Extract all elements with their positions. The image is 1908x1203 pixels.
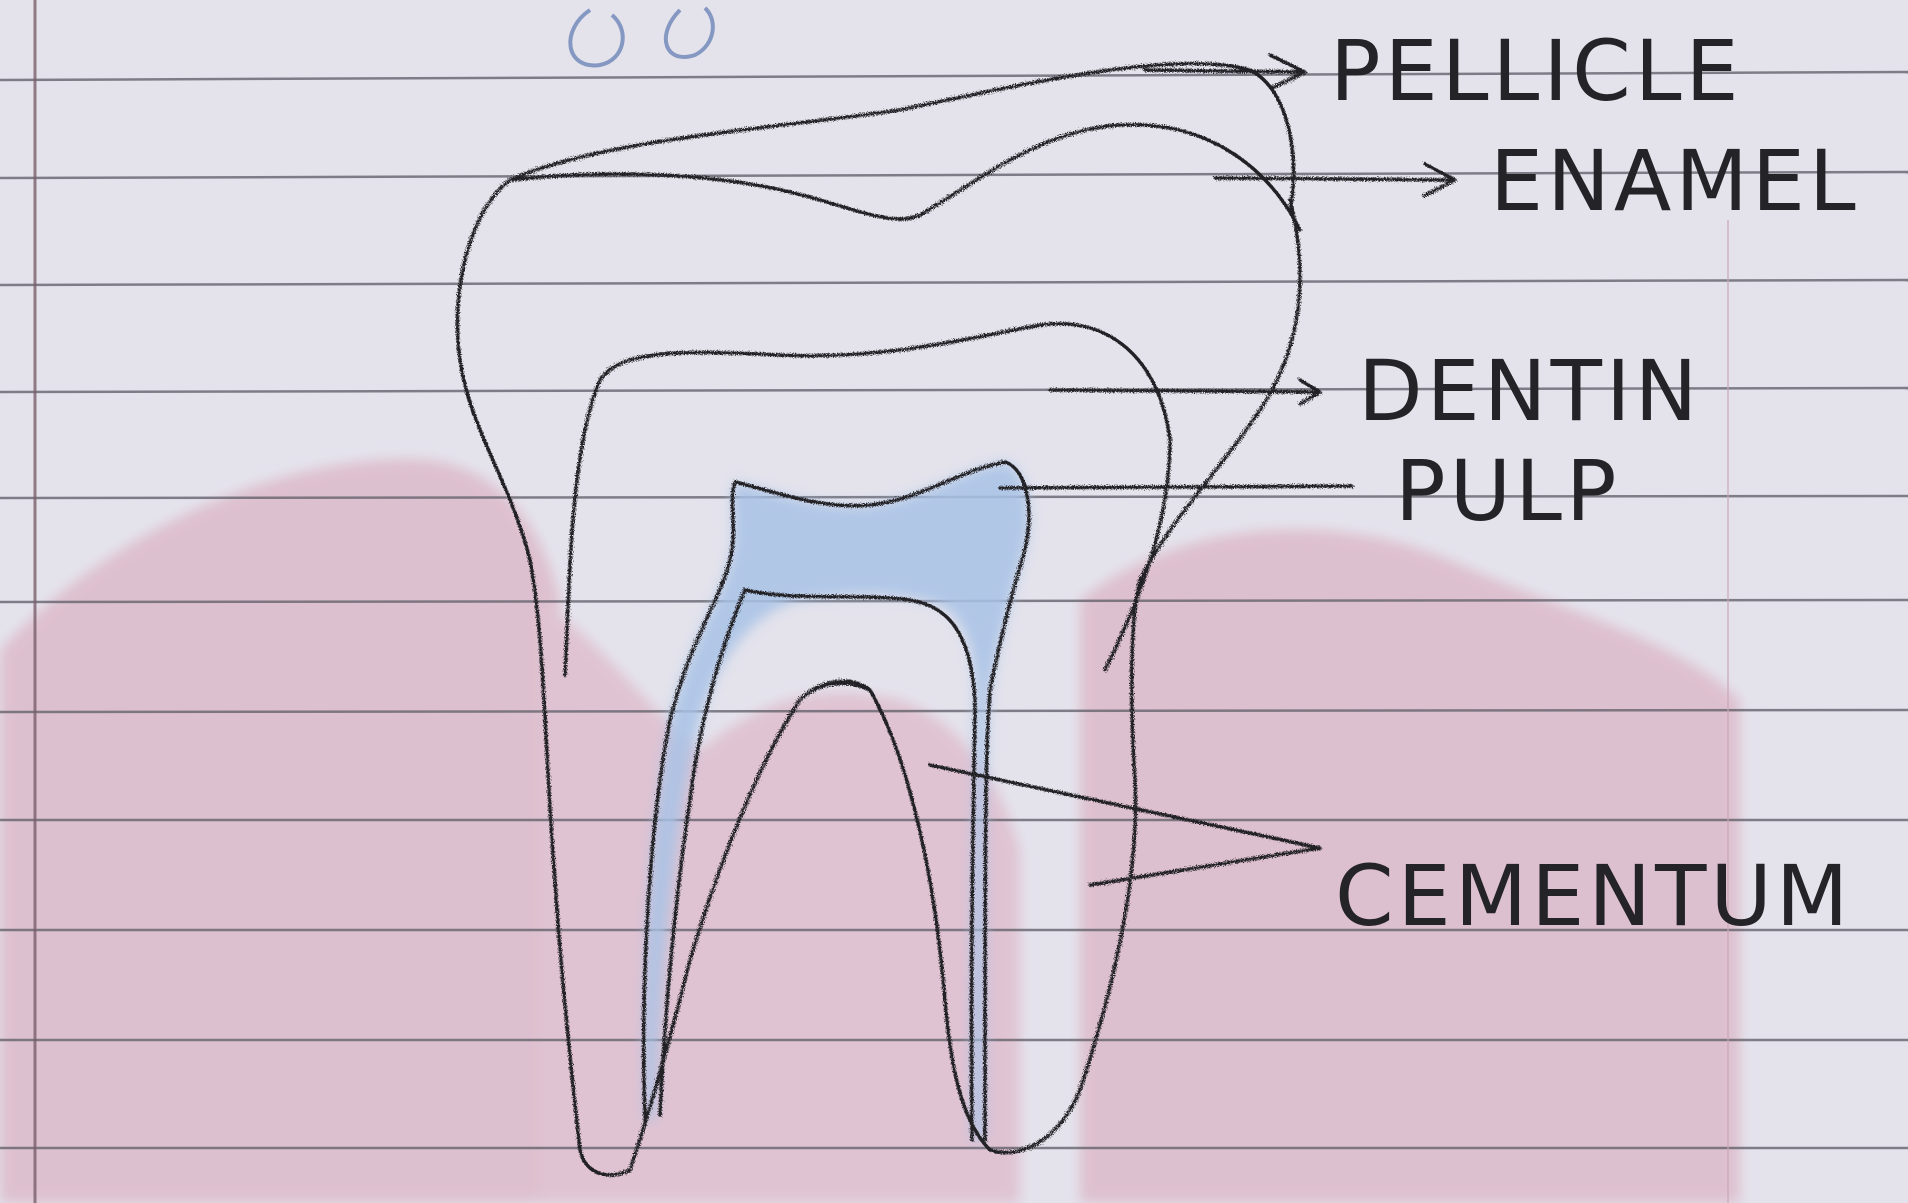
label-pulp: PULP: [1395, 442, 1621, 540]
label-cementum: CEMENTUM: [1335, 847, 1852, 945]
label-dentin: DENTIN: [1358, 342, 1702, 440]
label-enamel: ENAMEL: [1490, 132, 1860, 230]
label-pellicle: PELLICLE: [1330, 22, 1743, 120]
